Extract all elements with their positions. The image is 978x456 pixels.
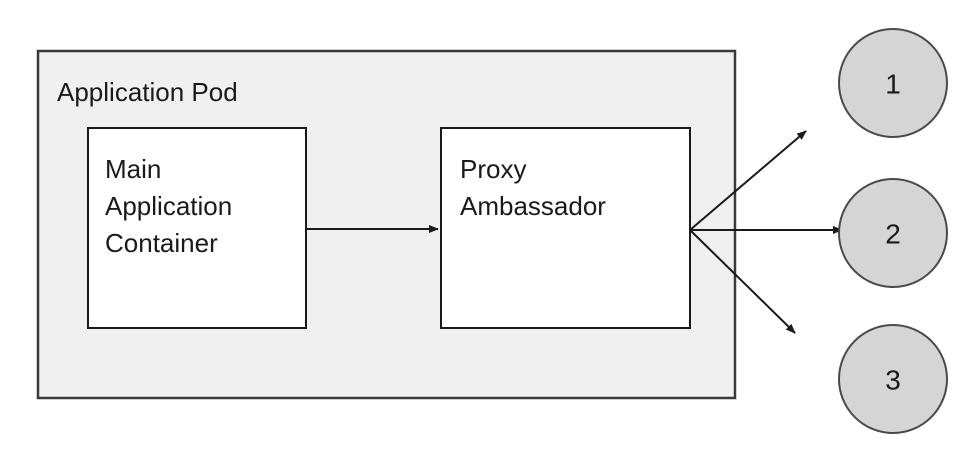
service-1-group[interactable]: 1 <box>838 28 948 138</box>
main-application-container-label-line3: Container <box>105 228 218 258</box>
proxy-ambassador-label-line2: Ambassador <box>460 191 606 221</box>
service-2-label: 2 <box>885 219 901 250</box>
main-application-container-label-line1: Main <box>105 154 161 184</box>
service-1-label: 1 <box>885 69 901 100</box>
proxy-ambassador-group[interactable]: Proxy Ambassador <box>440 127 691 329</box>
service-2-group[interactable]: 2 <box>838 178 948 288</box>
proxy-ambassador-box[interactable] <box>440 127 691 329</box>
proxy-ambassador-label-line1: Proxy <box>460 154 526 184</box>
arrow-proxy-to-service-1 <box>689 130 807 231</box>
service-1-circle[interactable] <box>838 28 948 138</box>
service-2-circle[interactable] <box>838 178 948 288</box>
arrow-proxy-to-service-3 <box>689 229 796 334</box>
application-pod-label: Application Pod <box>57 77 238 107</box>
main-application-container-box[interactable] <box>87 127 307 329</box>
service-3-label: 3 <box>885 365 901 396</box>
main-application-container-label-line2: Application <box>105 191 232 221</box>
service-3-circle[interactable] <box>838 324 948 434</box>
service-3-group[interactable]: 3 <box>838 324 948 434</box>
main-application-container-group[interactable]: Main Application Container <box>87 127 307 329</box>
